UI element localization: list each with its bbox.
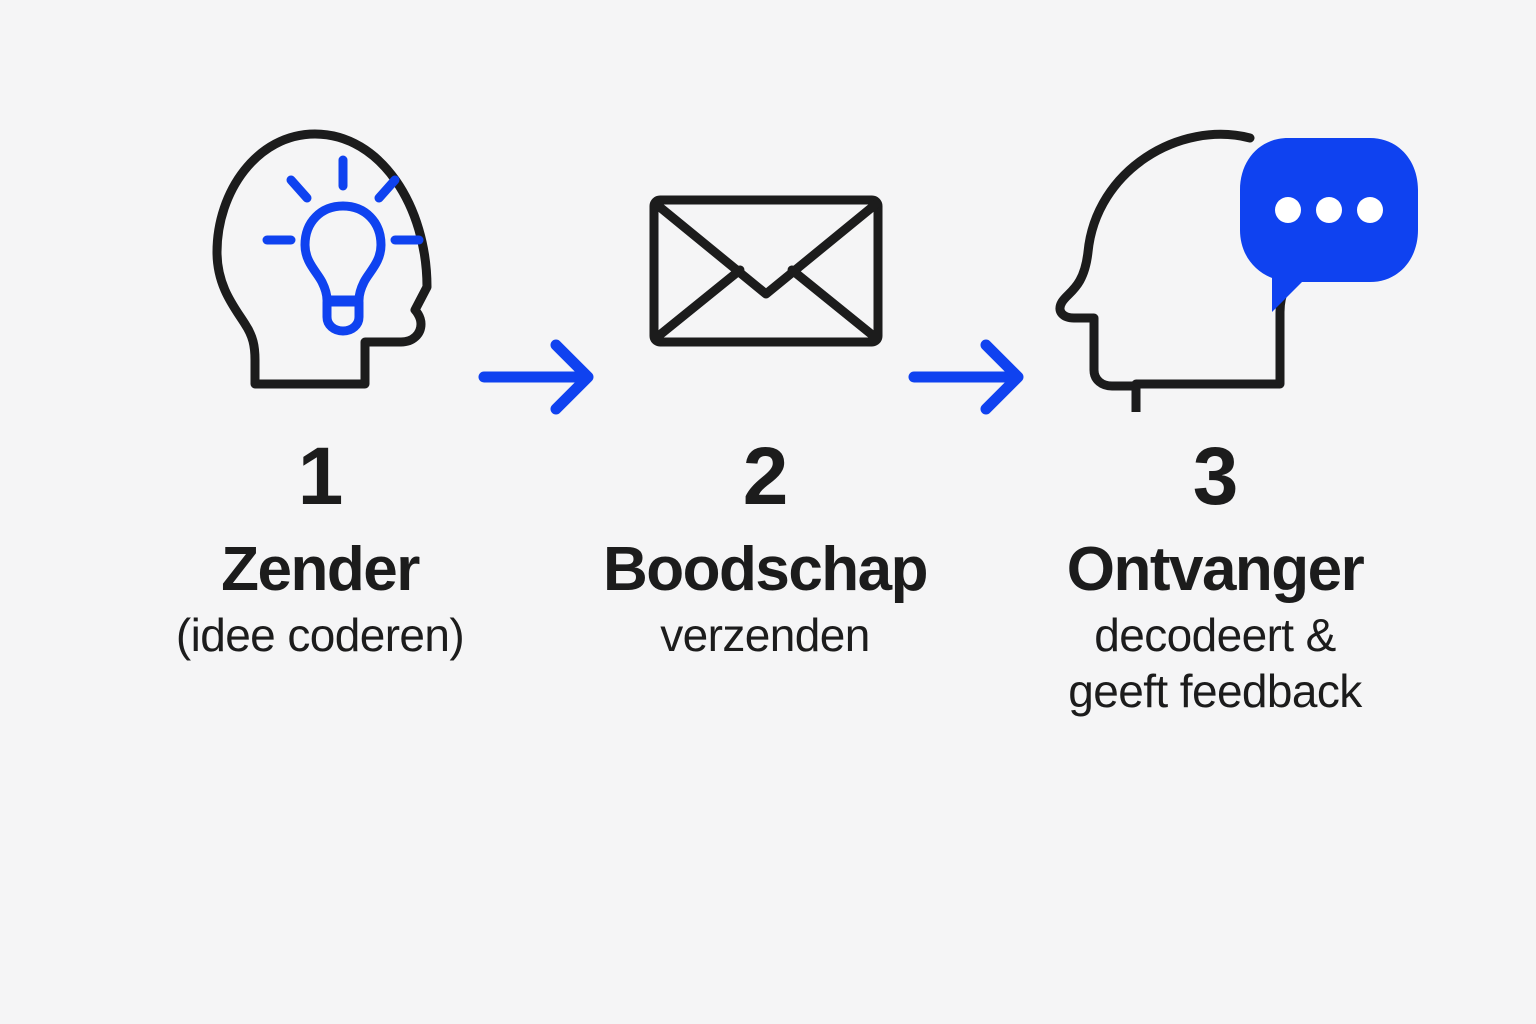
step-title-3: Ontvanger — [1066, 535, 1365, 604]
envelope-fold-left — [651, 265, 745, 343]
envelope-flap — [651, 199, 881, 299]
head-with-speech-bubble-icon — [1040, 112, 1420, 412]
step-subtitle-1: (idee coderen) — [110, 607, 530, 663]
step-subtitle-line: verzenden — [660, 609, 870, 662]
head-outline-upper-path — [1055, 129, 1255, 412]
step-number-3: 3 — [1192, 431, 1239, 522]
bubble-dot-1 — [1275, 197, 1301, 223]
head-with-lightbulb-icon — [205, 112, 465, 412]
step-subtitle-3: decodeert & geeft feedback — [995, 607, 1435, 719]
lightbulb-base-path — [322, 297, 364, 336]
arrow-head — [980, 339, 1024, 415]
lightbulb-glyph — [262, 155, 424, 336]
step-title-1: Zender — [221, 535, 420, 604]
step-subtitle-line: decodeert & — [1094, 609, 1336, 662]
bubble-dot-2 — [1316, 197, 1342, 223]
step-column-1: 1 Zender (idee coderen) — [110, 436, 530, 663]
envelope-body — [649, 195, 883, 347]
step-number-1: 1 — [297, 431, 344, 522]
lightbulb-rays — [262, 155, 424, 245]
step-column-2: 2 Boodschap verzenden — [545, 436, 985, 663]
envelope-fold-right — [787, 265, 881, 343]
speech-bubble-glyph — [1240, 138, 1418, 312]
arrow-right-2-icon — [900, 327, 1040, 427]
head-outline-path — [212, 129, 432, 389]
step-subtitle-2: verzenden — [545, 607, 985, 663]
step-subtitle-line: (idee coderen) — [175, 609, 465, 662]
envelope-icon — [630, 112, 900, 412]
bubble-dot-3 — [1357, 197, 1383, 223]
step-title-2: Boodschap — [602, 535, 929, 604]
speech-bubble-shape — [1240, 138, 1418, 312]
icon-row — [0, 112, 1536, 415]
step-subtitle-line: geeft feedback — [1068, 665, 1362, 718]
step-number-2: 2 — [742, 431, 789, 522]
arrow-head — [550, 339, 594, 415]
arrow-right-1-icon — [470, 327, 610, 427]
lightbulb-glass-path — [300, 201, 386, 305]
step-column-3: 3 Ontvanger decodeert & geeft feedback — [995, 436, 1435, 719]
